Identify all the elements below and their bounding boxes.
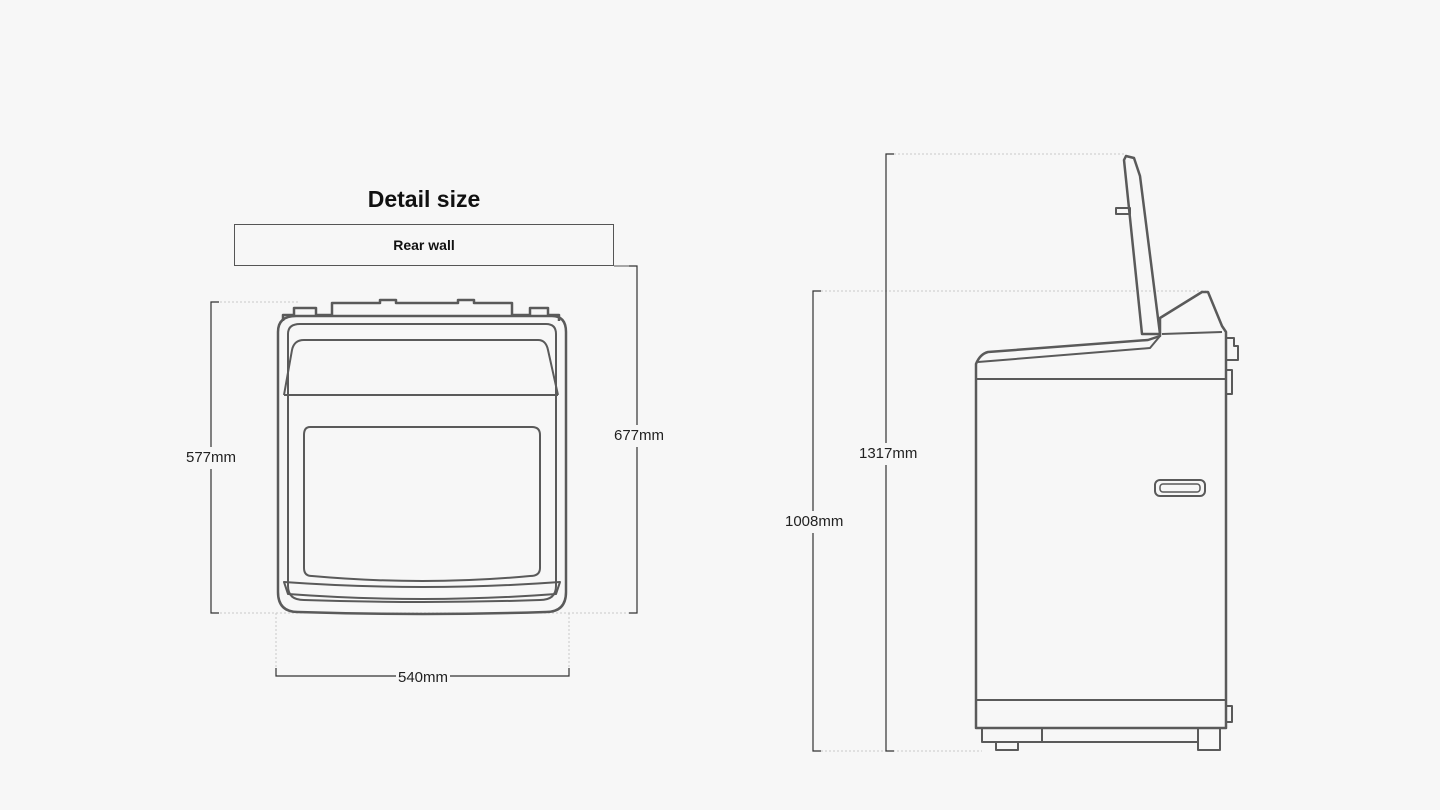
depth-body-label: 577mm <box>184 447 239 469</box>
side-view-cabinet <box>974 290 1228 730</box>
side-view-guides <box>813 153 1206 752</box>
top-view-outer-body <box>276 314 568 616</box>
top-view-front-band <box>283 581 561 600</box>
height-body-label: 1008mm <box>783 511 846 533</box>
top-view-inner-frame <box>287 323 557 603</box>
side-view-base <box>981 728 1043 743</box>
rear-wall-label: Rear wall <box>393 237 455 253</box>
depth-total-label: 677mm <box>612 425 667 447</box>
side-view-open-lid <box>1122 154 1162 336</box>
diagram-title: Detail size <box>367 186 481 212</box>
washer-top-view <box>276 298 568 616</box>
washer-side-view <box>974 154 1239 751</box>
rear-wall-box: Rear wall <box>234 224 614 266</box>
height-lid-open-label: 1317mm <box>857 443 920 465</box>
side-view-handle <box>1154 479 1206 497</box>
width-label: 540mm <box>396 667 451 689</box>
side-view-rear-foot <box>1197 728 1221 751</box>
top-view-upper-panel <box>283 339 559 396</box>
top-view-window <box>303 426 541 582</box>
side-view-front-foot <box>995 742 1019 751</box>
top-view-rear-edge <box>281 298 561 321</box>
